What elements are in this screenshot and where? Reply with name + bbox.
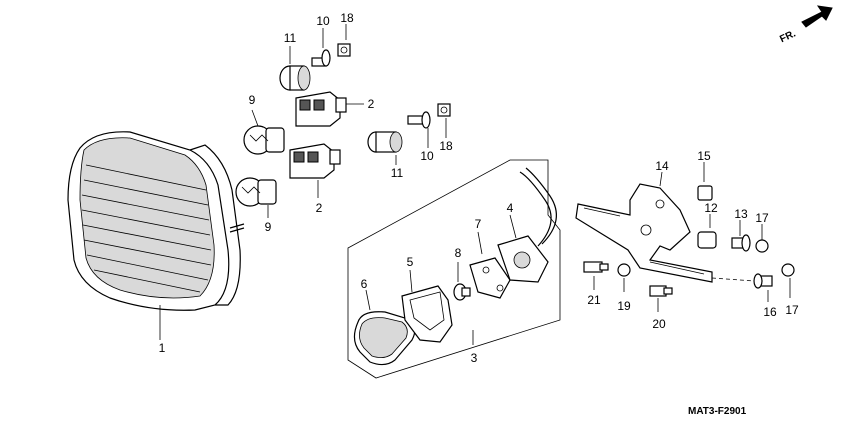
- license-lens: 6: [353, 277, 416, 366]
- bolt-upper: 10: [311, 14, 331, 67]
- nut-upper: 18: [337, 11, 354, 57]
- arrow-icon: [801, 5, 833, 28]
- callout-4: 4: [507, 201, 514, 215]
- callout-19: 19: [617, 299, 631, 313]
- nut-middle: 18: [437, 103, 453, 153]
- callout-2b: 2: [316, 201, 323, 215]
- bolt-middle: 10: [407, 111, 434, 163]
- collar-12: 12: [697, 201, 718, 249]
- callout-12: 12: [704, 201, 718, 215]
- callout-6: 6: [361, 277, 368, 291]
- callout-9b: 9: [265, 220, 272, 234]
- callout-11a: 11: [284, 31, 297, 45]
- bulb-lower: 9: [235, 177, 277, 234]
- front-direction-arrow: FR.: [778, 5, 833, 45]
- bolt-13: 13: [731, 207, 751, 252]
- callout-15: 15: [697, 149, 711, 163]
- callout-11b: 11: [391, 166, 404, 180]
- callout-17a: 17: [755, 211, 769, 225]
- front-label: FR.: [778, 28, 797, 45]
- callout-5: 5: [407, 255, 414, 269]
- callout-17b: 17: [785, 303, 799, 317]
- bolt-16: 16: [711, 273, 777, 319]
- callout-10b: 10: [420, 149, 434, 163]
- callout-8: 8: [455, 246, 462, 260]
- socket-lower: 2: [289, 143, 341, 215]
- callout-14: 14: [655, 159, 669, 173]
- callout-18a: 18: [340, 11, 354, 25]
- license-bracket: 14: [575, 159, 713, 283]
- callout-7: 7: [475, 217, 482, 231]
- nut-17-lower: 17: [781, 263, 799, 317]
- license-socket-wire: 4: [497, 167, 557, 283]
- grommet-15: 15: [697, 149, 713, 201]
- callout-20: 20: [652, 317, 666, 331]
- callout-21: 21: [587, 293, 601, 307]
- bolt-21: 21: [583, 261, 609, 307]
- grommet-middle: 11: [367, 131, 404, 180]
- callout-3: 3: [471, 351, 478, 365]
- diagram-code: MAT3-F2901: [688, 406, 747, 417]
- license-light-group: 3: [347, 159, 561, 379]
- callout-1: 1: [159, 341, 166, 355]
- socket-upper: 2: [295, 91, 375, 127]
- callout-9a: 9: [249, 93, 256, 107]
- washer-19: 19: [617, 263, 631, 313]
- callout-10a: 10: [316, 14, 330, 28]
- bulb-upper: 9: [243, 93, 285, 155]
- tail-light-assembly: 1: [67, 131, 245, 355]
- callout-13: 13: [734, 207, 748, 221]
- callout-2a: 2: [368, 97, 375, 111]
- callout-18b: 18: [439, 139, 453, 153]
- license-socket-plate: 7: [469, 217, 511, 299]
- nut-17-upper: 17: [755, 211, 769, 253]
- license-bulb: 8: [453, 246, 471, 301]
- license-housing: 5: [401, 255, 453, 343]
- callout-16: 16: [763, 305, 777, 319]
- grommet-upper: 11: [279, 31, 311, 91]
- bolt-20: 20: [649, 285, 673, 331]
